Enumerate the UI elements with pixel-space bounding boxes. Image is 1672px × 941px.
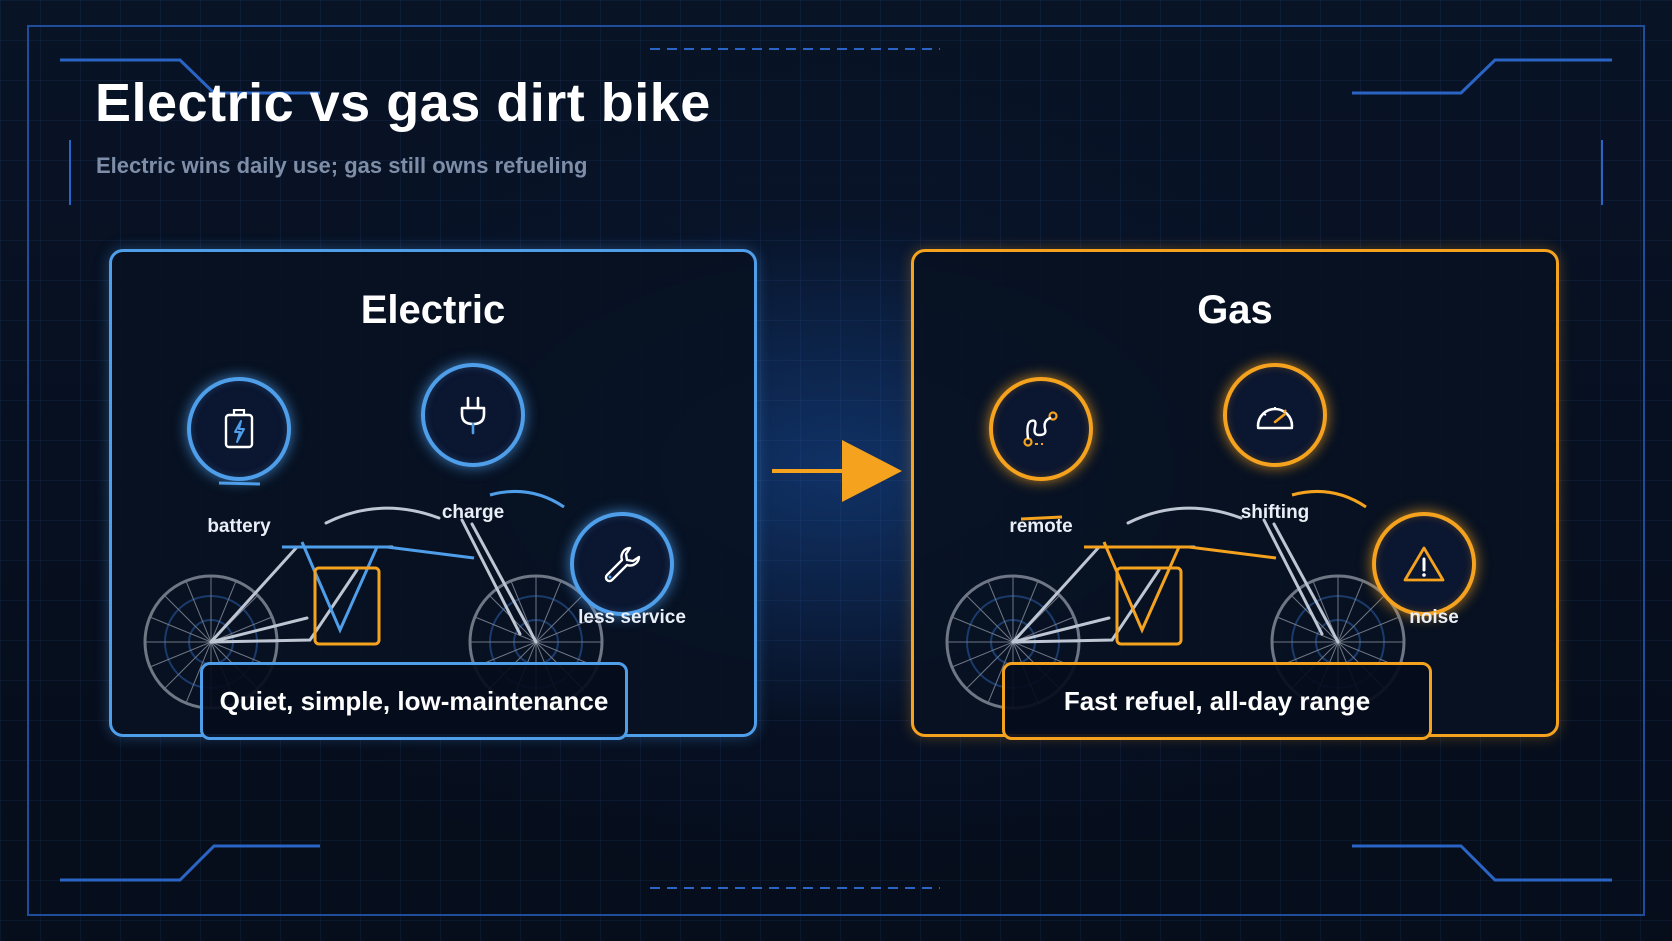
remote-label: remote [1009, 516, 1073, 537]
wrench-icon [604, 546, 641, 583]
comparison-arrow [772, 440, 902, 502]
battery-label: battery [207, 516, 271, 537]
noise-node [1372, 512, 1476, 616]
gas-panel-title: Gas [1197, 288, 1273, 332]
page-title: Electric vs gas dirt bike [95, 73, 711, 133]
gas-callout: Fast refuel, all-day range [1002, 662, 1432, 740]
less-service-node [570, 512, 674, 616]
noise-label: noise [1409, 607, 1459, 628]
gas-panel: Gas [911, 249, 1559, 740]
page-subtitle: Electric wins daily use; gas still owns … [96, 153, 588, 178]
remote-node [989, 377, 1093, 481]
charge-label: charge [441, 502, 505, 523]
battery-node [187, 377, 291, 481]
battery-charging-icon [224, 409, 254, 449]
plug-icon [460, 396, 486, 435]
less-service-label: less service [578, 607, 686, 628]
gauge-icon [1256, 407, 1294, 430]
electric-panel-title: Electric [360, 288, 506, 332]
warning-icon [1403, 546, 1445, 582]
charge-node [421, 363, 525, 467]
shifting-node [1223, 363, 1327, 467]
shifting-label: shifting [1240, 502, 1310, 523]
route-icon [1023, 411, 1058, 447]
electric-callout: Quiet, simple, low-maintenance [200, 662, 628, 740]
electric-panel: Electric [109, 249, 757, 740]
